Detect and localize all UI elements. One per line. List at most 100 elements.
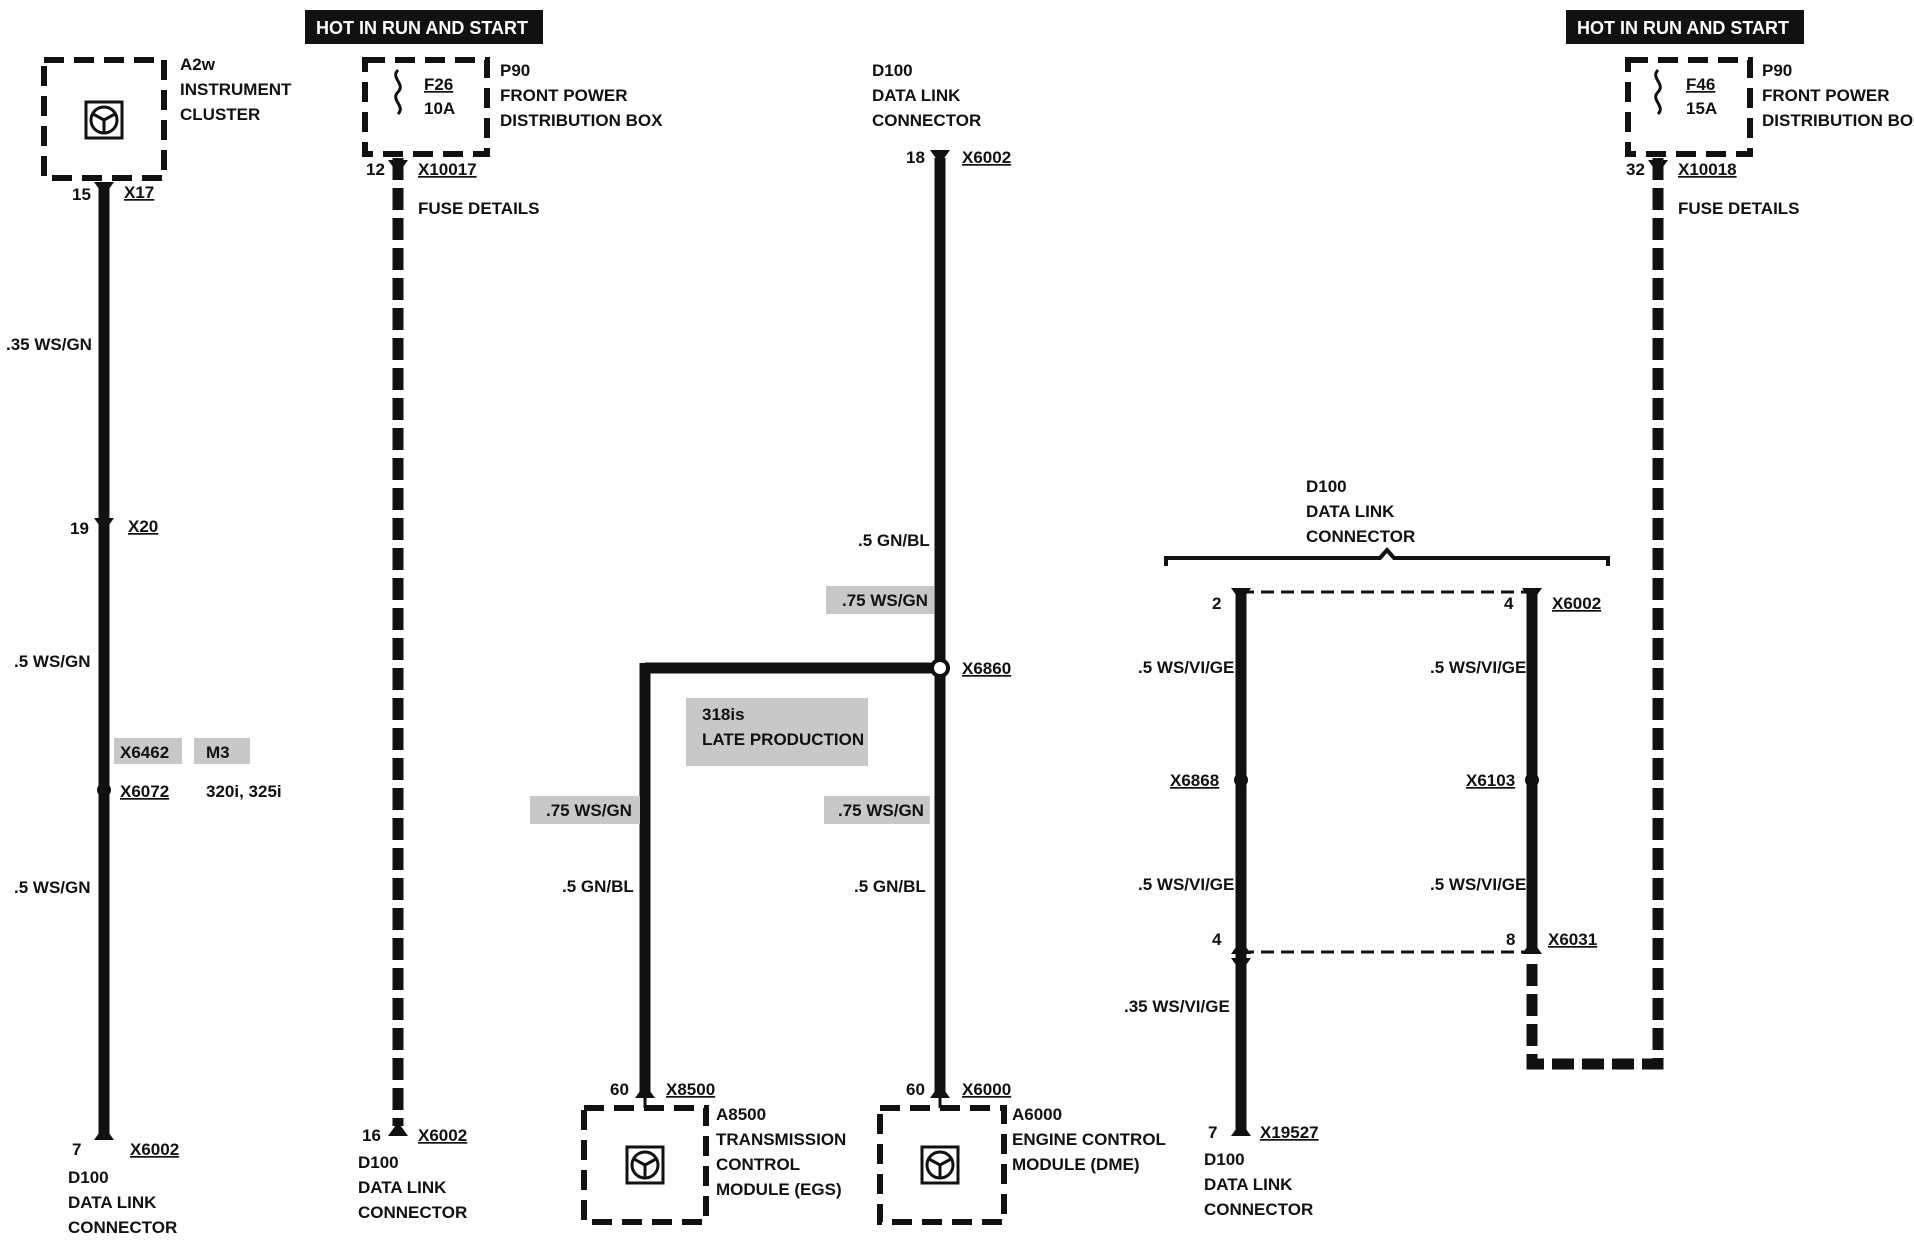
fuse-f46-details: FUSE DETAILS (1678, 199, 1800, 218)
fuse-icon (1654, 68, 1662, 116)
dlc-right-wire-l1: .5 WS/VI/GE (1138, 658, 1234, 677)
cluster-conn-top: X17 (124, 183, 154, 202)
dlc-right-pin2: 2 (1212, 594, 1221, 613)
fuse-f26-pin-top: 12 (366, 160, 385, 179)
dlc-right-wire-r2: .5 WS/VI/GE (1430, 875, 1526, 894)
dlc-right-dl-label-1: DATA LINK (1204, 1175, 1293, 1194)
fuse-f26-dl-id: D100 (358, 1153, 399, 1172)
cluster-wire-1: .35 WS/GN (6, 335, 92, 354)
instrument-cluster-group: A2w INSTRUMENT CLUSTER 15 X17 .35 WS/GN … (6, 55, 292, 1237)
fuse-f26-label: F26 (424, 75, 453, 94)
ecm-id: A6000 (1012, 1105, 1062, 1124)
highlight-bg (530, 796, 640, 824)
dlc-right-conn: X6002 (1552, 594, 1601, 613)
tcm-label-2: CONTROL (716, 1155, 800, 1174)
ecm-wire: .5 GN/BL (854, 877, 926, 896)
dlc-right-bracket (1164, 546, 1610, 566)
tcm-wire: .5 GN/BL (562, 877, 634, 896)
tcm-conn: X8500 (666, 1080, 715, 1099)
dlc-right-dl-id: D100 (1204, 1150, 1245, 1169)
cluster-dl-label-2: CONNECTOR (68, 1218, 177, 1237)
dlc-right-wire-r1: .5 WS/VI/GE (1430, 658, 1526, 677)
splice-dot (97, 783, 111, 797)
cluster-conn-mid: X20 (128, 517, 158, 536)
dlc-right-pin8: 8 (1506, 930, 1515, 949)
dlc-right-dl-label-2: CONNECTOR (1204, 1200, 1313, 1219)
dlc-right-pin4: 4 (1504, 594, 1514, 613)
pdb-right-label-2: DISTRIBUTION BOX (1762, 111, 1914, 130)
dlc-mid-note-1: 318is (702, 705, 745, 724)
ecm-group: 60 X6000 A6000 ENGINE CONTROL MODULE (DM… (877, 1080, 1166, 1225)
fuse-f26-dl-label-1: DATA LINK (358, 1178, 447, 1197)
fuse-f46-amp: 15A (1686, 99, 1717, 118)
fuse-f26-details: FUSE DETAILS (418, 199, 540, 218)
dlc-mid-splice: X6860 (962, 659, 1011, 678)
banner-left: HOT IN RUN AND START (305, 10, 543, 44)
dlc-mid-label-1: DATA LINK (872, 86, 961, 105)
dlc-mid-wire-a-alt: .75 WS/GN (842, 591, 928, 610)
fuse-f26-conn-bot: X6002 (418, 1126, 467, 1145)
splice-dot (930, 658, 950, 678)
pdb-box-right (1625, 57, 1753, 157)
ecm-box (877, 1105, 1007, 1225)
dlc-right-label-2: CONNECTOR (1306, 527, 1415, 546)
cluster-dl-label-1: DATA LINK (68, 1193, 157, 1212)
cluster-alt-conn: X6462 (120, 743, 169, 762)
pin-arrow-icon (1522, 940, 1542, 954)
instrument-cluster-box (41, 57, 167, 181)
cluster-splice: X6072 (120, 782, 169, 801)
pdb-right-id: P90 (1762, 61, 1792, 80)
cluster-label-1: INSTRUMENT (180, 80, 292, 99)
fuse-f46-group: F46 15A P90 FRONT POWER DISTRIBUTION BOX… (1526, 57, 1914, 1070)
fuse-icon (394, 68, 402, 116)
ecm-pin: 60 (906, 1080, 925, 1099)
cluster-alt-model: M3 (206, 743, 230, 762)
tcm-label-3: MODULE (EGS) (716, 1180, 842, 1199)
module-icon (920, 1145, 960, 1185)
cluster-wire-3: .5 WS/GN (14, 878, 91, 897)
ecm-conn: X6000 (962, 1080, 1011, 1099)
cluster-models: 320i, 325i (206, 782, 282, 801)
highlight-bg (114, 738, 182, 764)
ecm-wire-alt: .75 WS/GN (838, 801, 924, 820)
tcm-group: 60 X8500 A8500 TRANSMISSION CONTROL MODU… (581, 1080, 846, 1225)
dlc-mid-label-2: CONNECTOR (872, 111, 981, 130)
dlc-right-wire-l2: .5 WS/VI/GE (1138, 875, 1234, 894)
pin-arrow-icon (388, 1122, 408, 1136)
fuse-f46-label: F46 (1686, 75, 1715, 94)
dlc-middle-group: D100 DATA LINK CONNECTOR 18 X6002 .5 GN/… (530, 61, 1011, 1098)
cluster-wire-2: .5 WS/GN (14, 652, 91, 671)
cluster-pin-top: 15 (72, 185, 91, 204)
pdb-left-label-1: FRONT POWER (500, 86, 628, 105)
banner-right-text: HOT IN RUN AND START (1577, 18, 1789, 38)
cluster-label-2: CLUSTER (180, 105, 260, 124)
cluster-id: A2w (180, 55, 216, 74)
cluster-conn-bot: X6002 (130, 1140, 179, 1159)
cluster-pin-bot: 7 (72, 1140, 81, 1159)
dlc-mid-id: D100 (872, 61, 913, 80)
cluster-dl-id: D100 (68, 1168, 109, 1187)
dlc-right-splice-l: X6868 (1170, 771, 1219, 790)
dlc-mid-conn: X6002 (962, 148, 1011, 167)
ecm-label-1: ENGINE CONTROL (1012, 1130, 1166, 1149)
pin-arrow-icon (94, 1126, 114, 1140)
dlc-right-splice-r: X6103 (1466, 771, 1515, 790)
pin-arrow-icon (1231, 940, 1251, 954)
module-icon (84, 100, 124, 140)
pin-arrow-icon (94, 182, 114, 196)
fuse-f26-dl-label-2: CONNECTOR (358, 1203, 467, 1222)
pin-arrow-icon (1231, 588, 1251, 602)
dlc-mid-note-2: LATE PRODUCTION (702, 730, 864, 749)
dlc-mid-pin: 18 (906, 148, 925, 167)
fuse-f26-group: F26 10A P90 FRONT POWER DISTRIBUTION BOX… (358, 57, 663, 1222)
dlc-right-wire-out: .35 WS/VI/GE (1124, 997, 1230, 1016)
pin-arrow-icon (1648, 160, 1668, 174)
pin-arrow-icon (1231, 1122, 1251, 1136)
banner-right: HOT IN RUN AND START (1566, 10, 1804, 44)
highlight-bg (824, 796, 930, 824)
fuse-f26-conn-top: X10017 (418, 160, 477, 179)
pin-arrow-icon (930, 150, 950, 164)
pin-arrow-icon (94, 518, 114, 532)
tcm-id: A8500 (716, 1105, 766, 1124)
